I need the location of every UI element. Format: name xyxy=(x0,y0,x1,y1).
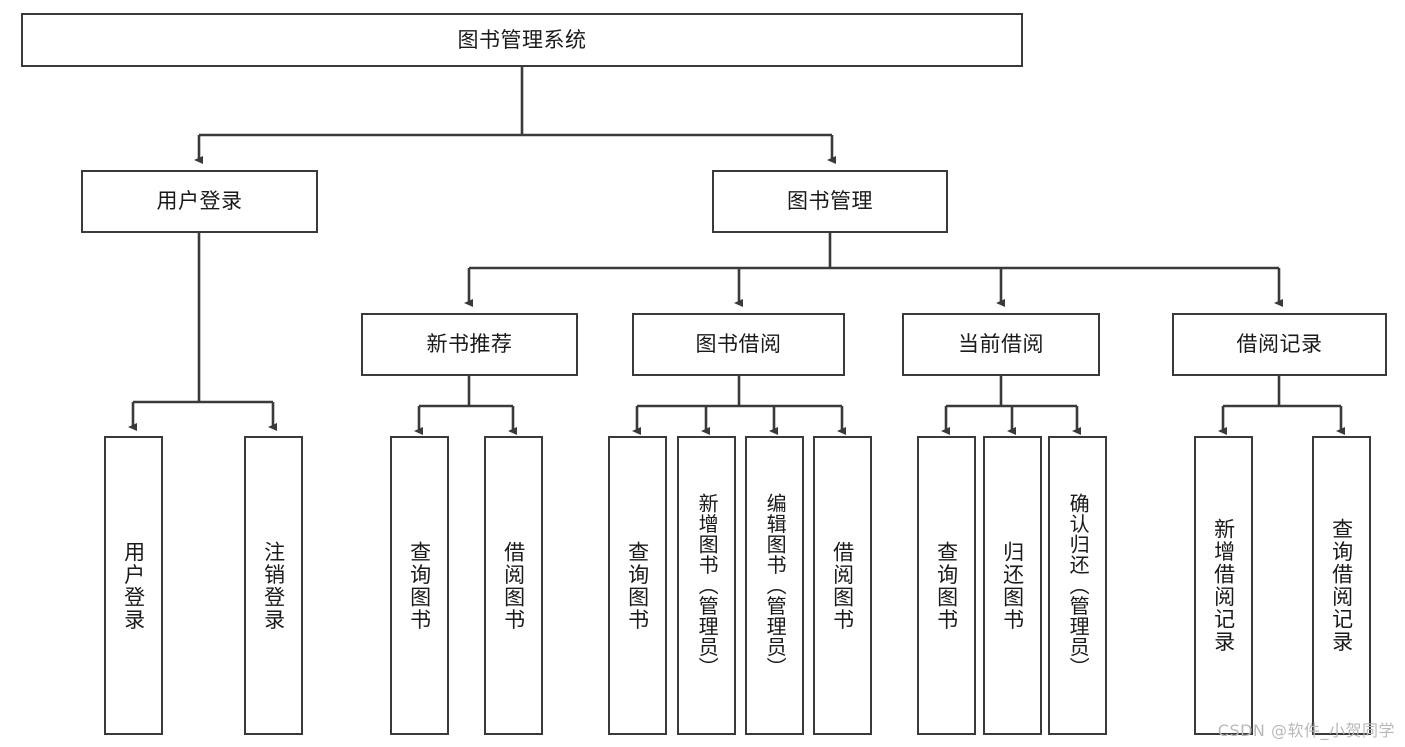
leaf-return-book-label: 归还图书 xyxy=(1000,540,1025,631)
leaf-query-borrow-record[interactable]: 查询借阅记录 xyxy=(1312,436,1371,735)
leaf-logout[interactable]: 注销登录 xyxy=(244,436,303,735)
csdn-watermark: CSDN @软件_小贺同学 xyxy=(1217,721,1395,740)
leaf-query-book-borrow[interactable]: 查询图书 xyxy=(608,436,667,735)
node-book-borrow[interactable]: 图书借阅 xyxy=(632,313,845,376)
node-borrow-record[interactable]: 借阅记录 xyxy=(1172,313,1387,376)
leaf-borrow-book-recommend[interactable]: 借阅图书 xyxy=(484,436,543,735)
node-root-system[interactable]: 图书管理系统 xyxy=(21,13,1023,67)
leaf-query-book-borrow-label: 查询图书 xyxy=(625,540,650,631)
leaf-query-book-current[interactable]: 查询图书 xyxy=(917,436,976,735)
leaf-query-borrow-record-label: 查询借阅记录 xyxy=(1329,518,1354,653)
leaf-add-book-admin[interactable]: 新增图书（管理员） xyxy=(677,436,736,735)
leaf-add-borrow-record-label: 新增借阅记录 xyxy=(1211,518,1236,653)
leaf-query-book-current-label: 查询图书 xyxy=(934,540,959,631)
leaf-confirm-return-admin[interactable]: 确认归还（管理员） xyxy=(1048,436,1107,735)
leaf-return-book[interactable]: 归还图书 xyxy=(983,436,1042,735)
leaf-confirm-return-admin-label: 确认归还（管理员） xyxy=(1066,493,1091,678)
node-book-management[interactable]: 图书管理 xyxy=(712,170,948,233)
node-book-management-label: 图书管理 xyxy=(787,189,873,214)
leaf-borrow-book-label: 借阅图书 xyxy=(830,540,855,631)
node-book-borrow-label: 图书借阅 xyxy=(695,332,782,357)
node-new-book-recommend[interactable]: 新书推荐 xyxy=(361,313,578,376)
node-borrow-record-label: 借阅记录 xyxy=(1236,332,1323,357)
leaf-add-book-admin-label: 新增图书（管理员） xyxy=(695,493,720,678)
leaf-edit-book-admin-label: 编辑图书（管理员） xyxy=(763,493,788,678)
leaf-user-login-label: 用户登录 xyxy=(121,540,146,631)
node-new-book-recommend-label: 新书推荐 xyxy=(426,332,513,357)
leaf-borrow-book-recommend-label: 借阅图书 xyxy=(501,540,526,631)
node-user-login[interactable]: 用户登录 xyxy=(81,170,318,233)
node-current-borrow-label: 当前借阅 xyxy=(958,332,1044,357)
node-current-borrow[interactable]: 当前借阅 xyxy=(902,313,1100,376)
node-user-login-label: 用户登录 xyxy=(156,189,243,214)
leaf-edit-book-admin[interactable]: 编辑图书（管理员） xyxy=(745,436,804,735)
leaf-borrow-book[interactable]: 借阅图书 xyxy=(813,436,872,735)
node-root-label: 图书管理系统 xyxy=(457,27,587,52)
leaf-query-book-recommend-label: 查询图书 xyxy=(407,540,432,631)
leaf-user-login[interactable]: 用户登录 xyxy=(104,436,163,735)
leaf-add-borrow-record[interactable]: 新增借阅记录 xyxy=(1194,436,1253,735)
leaf-query-book-recommend[interactable]: 查询图书 xyxy=(390,436,449,735)
leaf-logout-label: 注销登录 xyxy=(261,540,286,631)
